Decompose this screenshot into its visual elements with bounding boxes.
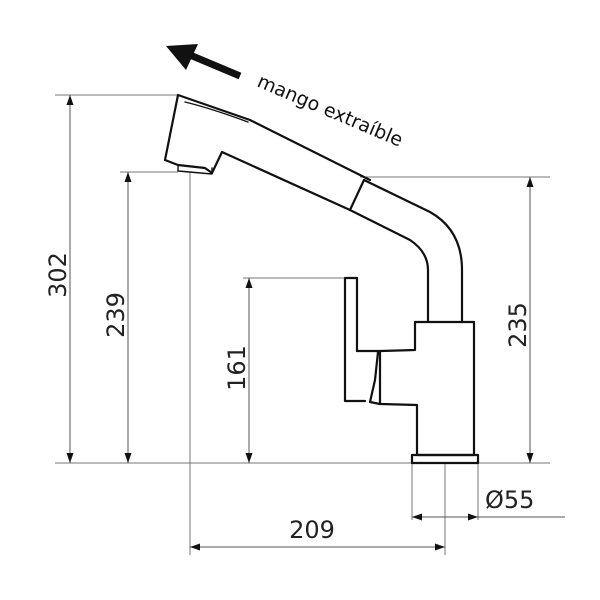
dimension-diameter-55: Ø55 — [412, 486, 565, 521]
dimension-label-235: 235 — [504, 302, 532, 348]
base-plate — [410, 453, 480, 465]
dimension-label-161: 161 — [223, 345, 251, 391]
spout — [348, 208, 430, 324]
faucet-outline — [163, 93, 480, 465]
faucet-body — [378, 320, 476, 457]
pull-out-head — [163, 93, 372, 212]
dimension-label-209: 209 — [289, 516, 335, 544]
dimension-161: 161 — [223, 278, 253, 463]
dimension-label-302: 302 — [44, 252, 72, 298]
dimension-239: 239 — [102, 172, 132, 463]
pull-direction-arrow-icon — [166, 44, 242, 80]
dimension-label-diameter: Ø55 — [485, 486, 534, 514]
dimension-235: 235 — [504, 177, 534, 463]
dimension-302: 302 — [44, 95, 74, 463]
dimension-label-239: 239 — [102, 292, 130, 338]
pull-out-handle-label: mango extraíble — [254, 70, 406, 151]
lever-handle — [343, 276, 367, 403]
dimension-209: 209 — [190, 516, 445, 551]
